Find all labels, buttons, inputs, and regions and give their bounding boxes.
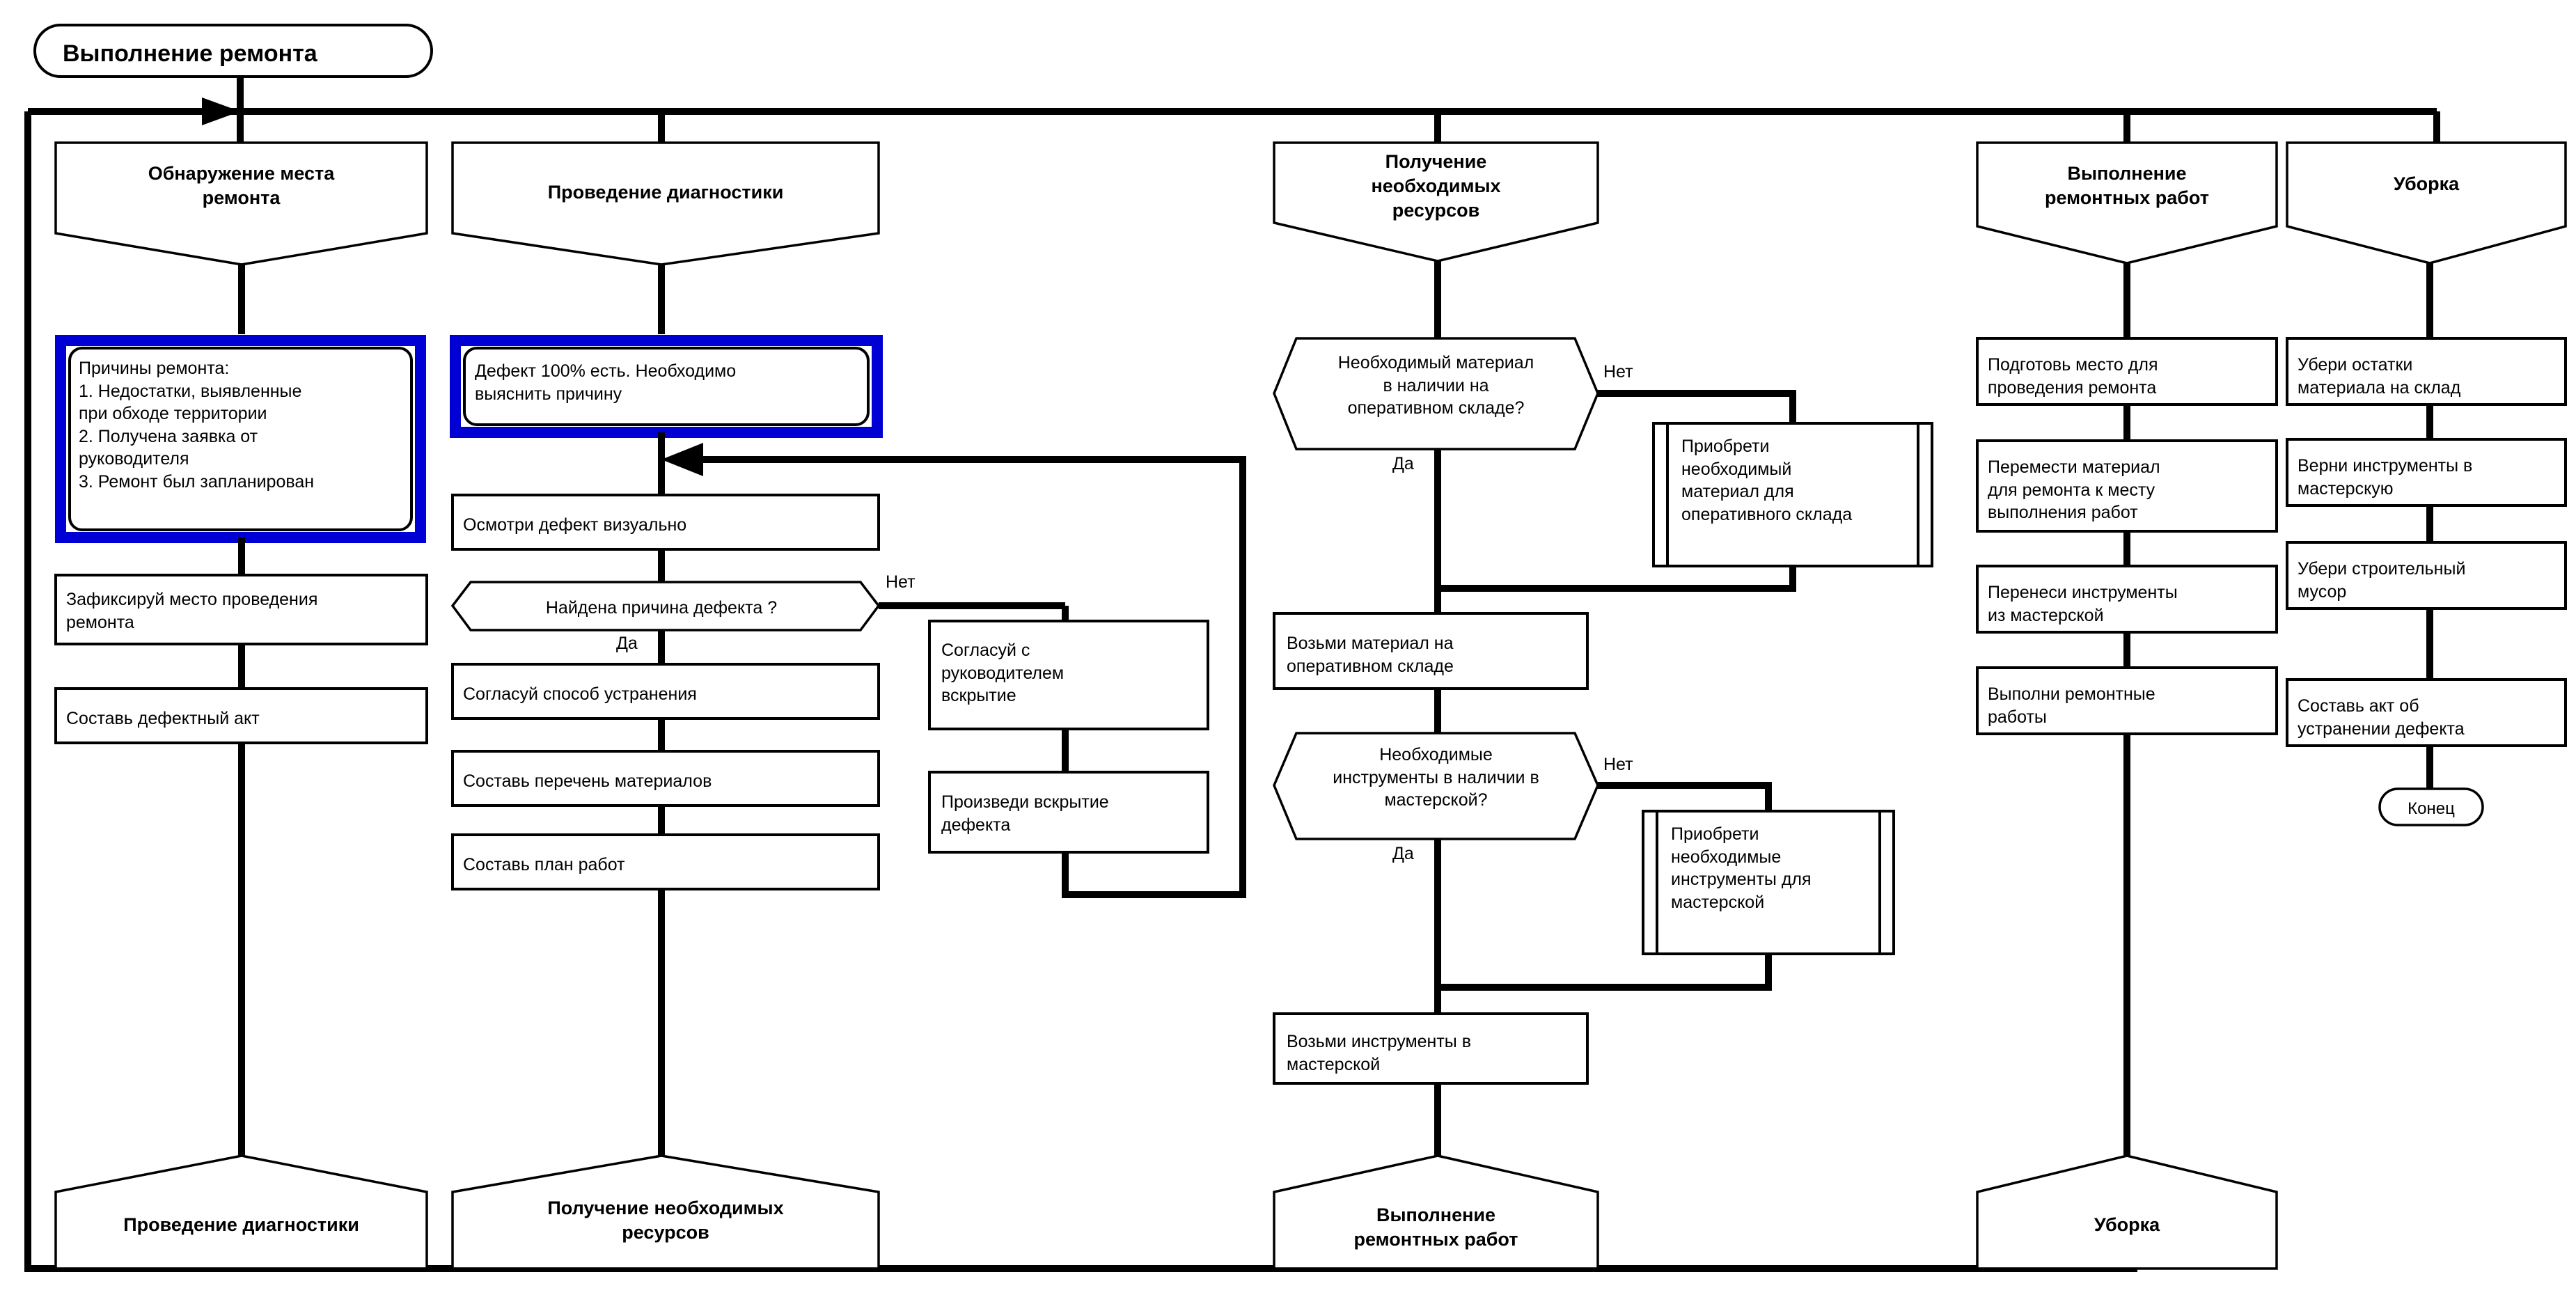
lane1-process-2 [54, 687, 428, 744]
lane3-branch-yes-1-label: Да [1392, 454, 1414, 473]
lane5-process-3 [2286, 541, 2567, 610]
lane2-side-process-1-label: Согласуй с руководителем вскрытие [941, 641, 1065, 705]
lane4-footer-label: Уборка [2094, 1214, 2160, 1235]
lane3-return-1 [1438, 566, 1796, 592]
lane5-process-2 [2286, 438, 2567, 507]
lane2-loopback [703, 456, 1246, 898]
lane4-process-4 [1976, 666, 2278, 735]
lane3-footer-shape [1273, 1154, 1599, 1270]
lane2-process-1-label: Осмотри дефект визуально [463, 515, 687, 535]
lane4-process-2-label: Перемести материал для ремонта к месту в… [1988, 457, 2160, 522]
lane5-header-shape [2286, 141, 2567, 265]
lane2-process-4-label: Составь план работ [463, 855, 625, 874]
start-terminator-shape [33, 24, 433, 78]
lane3-process-2-label: Возьми инструменты в мастерской [1287, 1032, 1471, 1074]
lane4-header-shape [1976, 141, 2278, 265]
diagram-title: Выполнение ремонта [63, 40, 317, 67]
lane3-branch-yes-2-label: Да [1392, 844, 1414, 863]
lane5-process-4-label: Составь акт об устранении дефекта [2298, 696, 2465, 739]
lane2-decision-1 [450, 581, 881, 631]
lane2-note-label: Дефект 100% есть. Необходимо выяснить пр… [475, 361, 737, 404]
lane3-decision-1-label: Необходимый материал в наличии на операт… [1337, 353, 1534, 418]
lane1-process-1-label: Зафиксируй место проведения ремонта [66, 590, 318, 632]
lane3-no-branch-2 [1598, 782, 1772, 811]
lane2-process-2 [451, 663, 880, 720]
lane5-terminator-end [2378, 787, 2484, 826]
lane3-branch-no-2-label: Нет [1603, 755, 1633, 774]
lane2-process-3-label: Составь перечень материалов [463, 771, 712, 791]
lane3-decision-1 [1273, 337, 1599, 450]
lane4-process-3 [1976, 565, 2278, 634]
lane2-header-label: Проведение диагностики [547, 182, 784, 203]
lane1-footer-shape [54, 1154, 428, 1270]
lane2-loopback-arrowhead [661, 443, 703, 476]
lane2-header-shape [451, 141, 880, 266]
lane3-branch-no-1-label: Нет [1603, 362, 1633, 382]
lane4-footer-shape [1976, 1154, 2278, 1270]
lane3-process-2 [1273, 1012, 1589, 1085]
lane3-decision-2 [1273, 732, 1599, 840]
lane3-footer-label: Выполнение ремонтных работ [1353, 1204, 1518, 1250]
lane1-note-label: Причины ремонта: 1. Недостатки, выявленн… [79, 359, 315, 492]
lane3-subprocess-2 [1642, 810, 1895, 955]
lane1-note-box [68, 347, 413, 531]
lane3-no-branch-1 [1598, 390, 1796, 423]
lane3-subprocess-2-label: Приобрети необходимые инструменты для ма… [1671, 824, 1812, 912]
lane3-decision-2-label: Необходимые инструменты в наличии в маст… [1333, 745, 1539, 810]
lane5-process-3-label: Убери строительный мусор [2298, 559, 2466, 602]
lane2-process-2-label: Согласуй способ устранения [463, 684, 697, 704]
lane3-header-label: Получение необходимых ресурсов [1371, 151, 1501, 221]
start-arrowhead [202, 97, 240, 125]
lane3-header-shape [1273, 141, 1599, 262]
lane1-header-label: Обнаружение места ремонта [148, 163, 335, 209]
lane5-process-1-label: Убери остатки материала на склад [2298, 355, 2461, 398]
lane3-return-2 [1438, 954, 1772, 991]
lane5-terminator-label: Конец [2408, 799, 2455, 818]
lane4-process-2 [1976, 439, 2278, 533]
lane1-header-shape [54, 141, 428, 266]
lane3-subprocess-1 [1652, 422, 1933, 567]
lane5-process-2-label: Верни инструменты в мастерскую [2298, 456, 2473, 499]
lane2-branch-no-label: Нет [886, 572, 916, 592]
lane2-side-process-1 [928, 620, 1209, 730]
lane3-subprocess-1-label: Приобрети необходимый материал для опера… [1681, 437, 1853, 524]
lane5-header-label: Уборка [2393, 173, 2460, 194]
lane2-footer-shape [451, 1154, 880, 1270]
lane1-process-2-label: Составь дефектный акт [66, 709, 260, 728]
lane2-decision-1-label: Найдена причина дефекта ? [545, 598, 778, 618]
lane4-process-1-label: Подготовь место для проведения ремонта [1988, 355, 2158, 398]
lane3-process-1 [1273, 612, 1589, 690]
lane2-note-highlight [450, 335, 883, 438]
lane1-process-1 [54, 574, 428, 645]
lane2-process-3 [451, 750, 880, 807]
lane2-note-box [463, 347, 870, 426]
lane4-process-1 [1976, 337, 2278, 406]
lane2-side-process-2-label: Произведи вскрытие дефекта [941, 792, 1109, 835]
lane2-branch-yes-label: Да [616, 634, 638, 653]
lane4-process-4-label: Выполни ремонтные работы [1988, 684, 2155, 727]
lane3-process-1-label: Возьми материал на оперативном складе [1287, 634, 1454, 676]
lane1-footer-label: Проведение диагностики [123, 1214, 359, 1235]
lane4-process-3-label: Перенеси инструменты из мастерской [1988, 583, 2178, 625]
lane4-header-label: Выполнение ремонтных работ [2045, 163, 2209, 209]
lane2-side-process-2 [928, 771, 1209, 854]
lane2-process-4 [451, 833, 880, 890]
lane2-footer-label: Получение необходимых ресурсов [547, 1198, 784, 1243]
lane2-process-1 [451, 494, 880, 551]
